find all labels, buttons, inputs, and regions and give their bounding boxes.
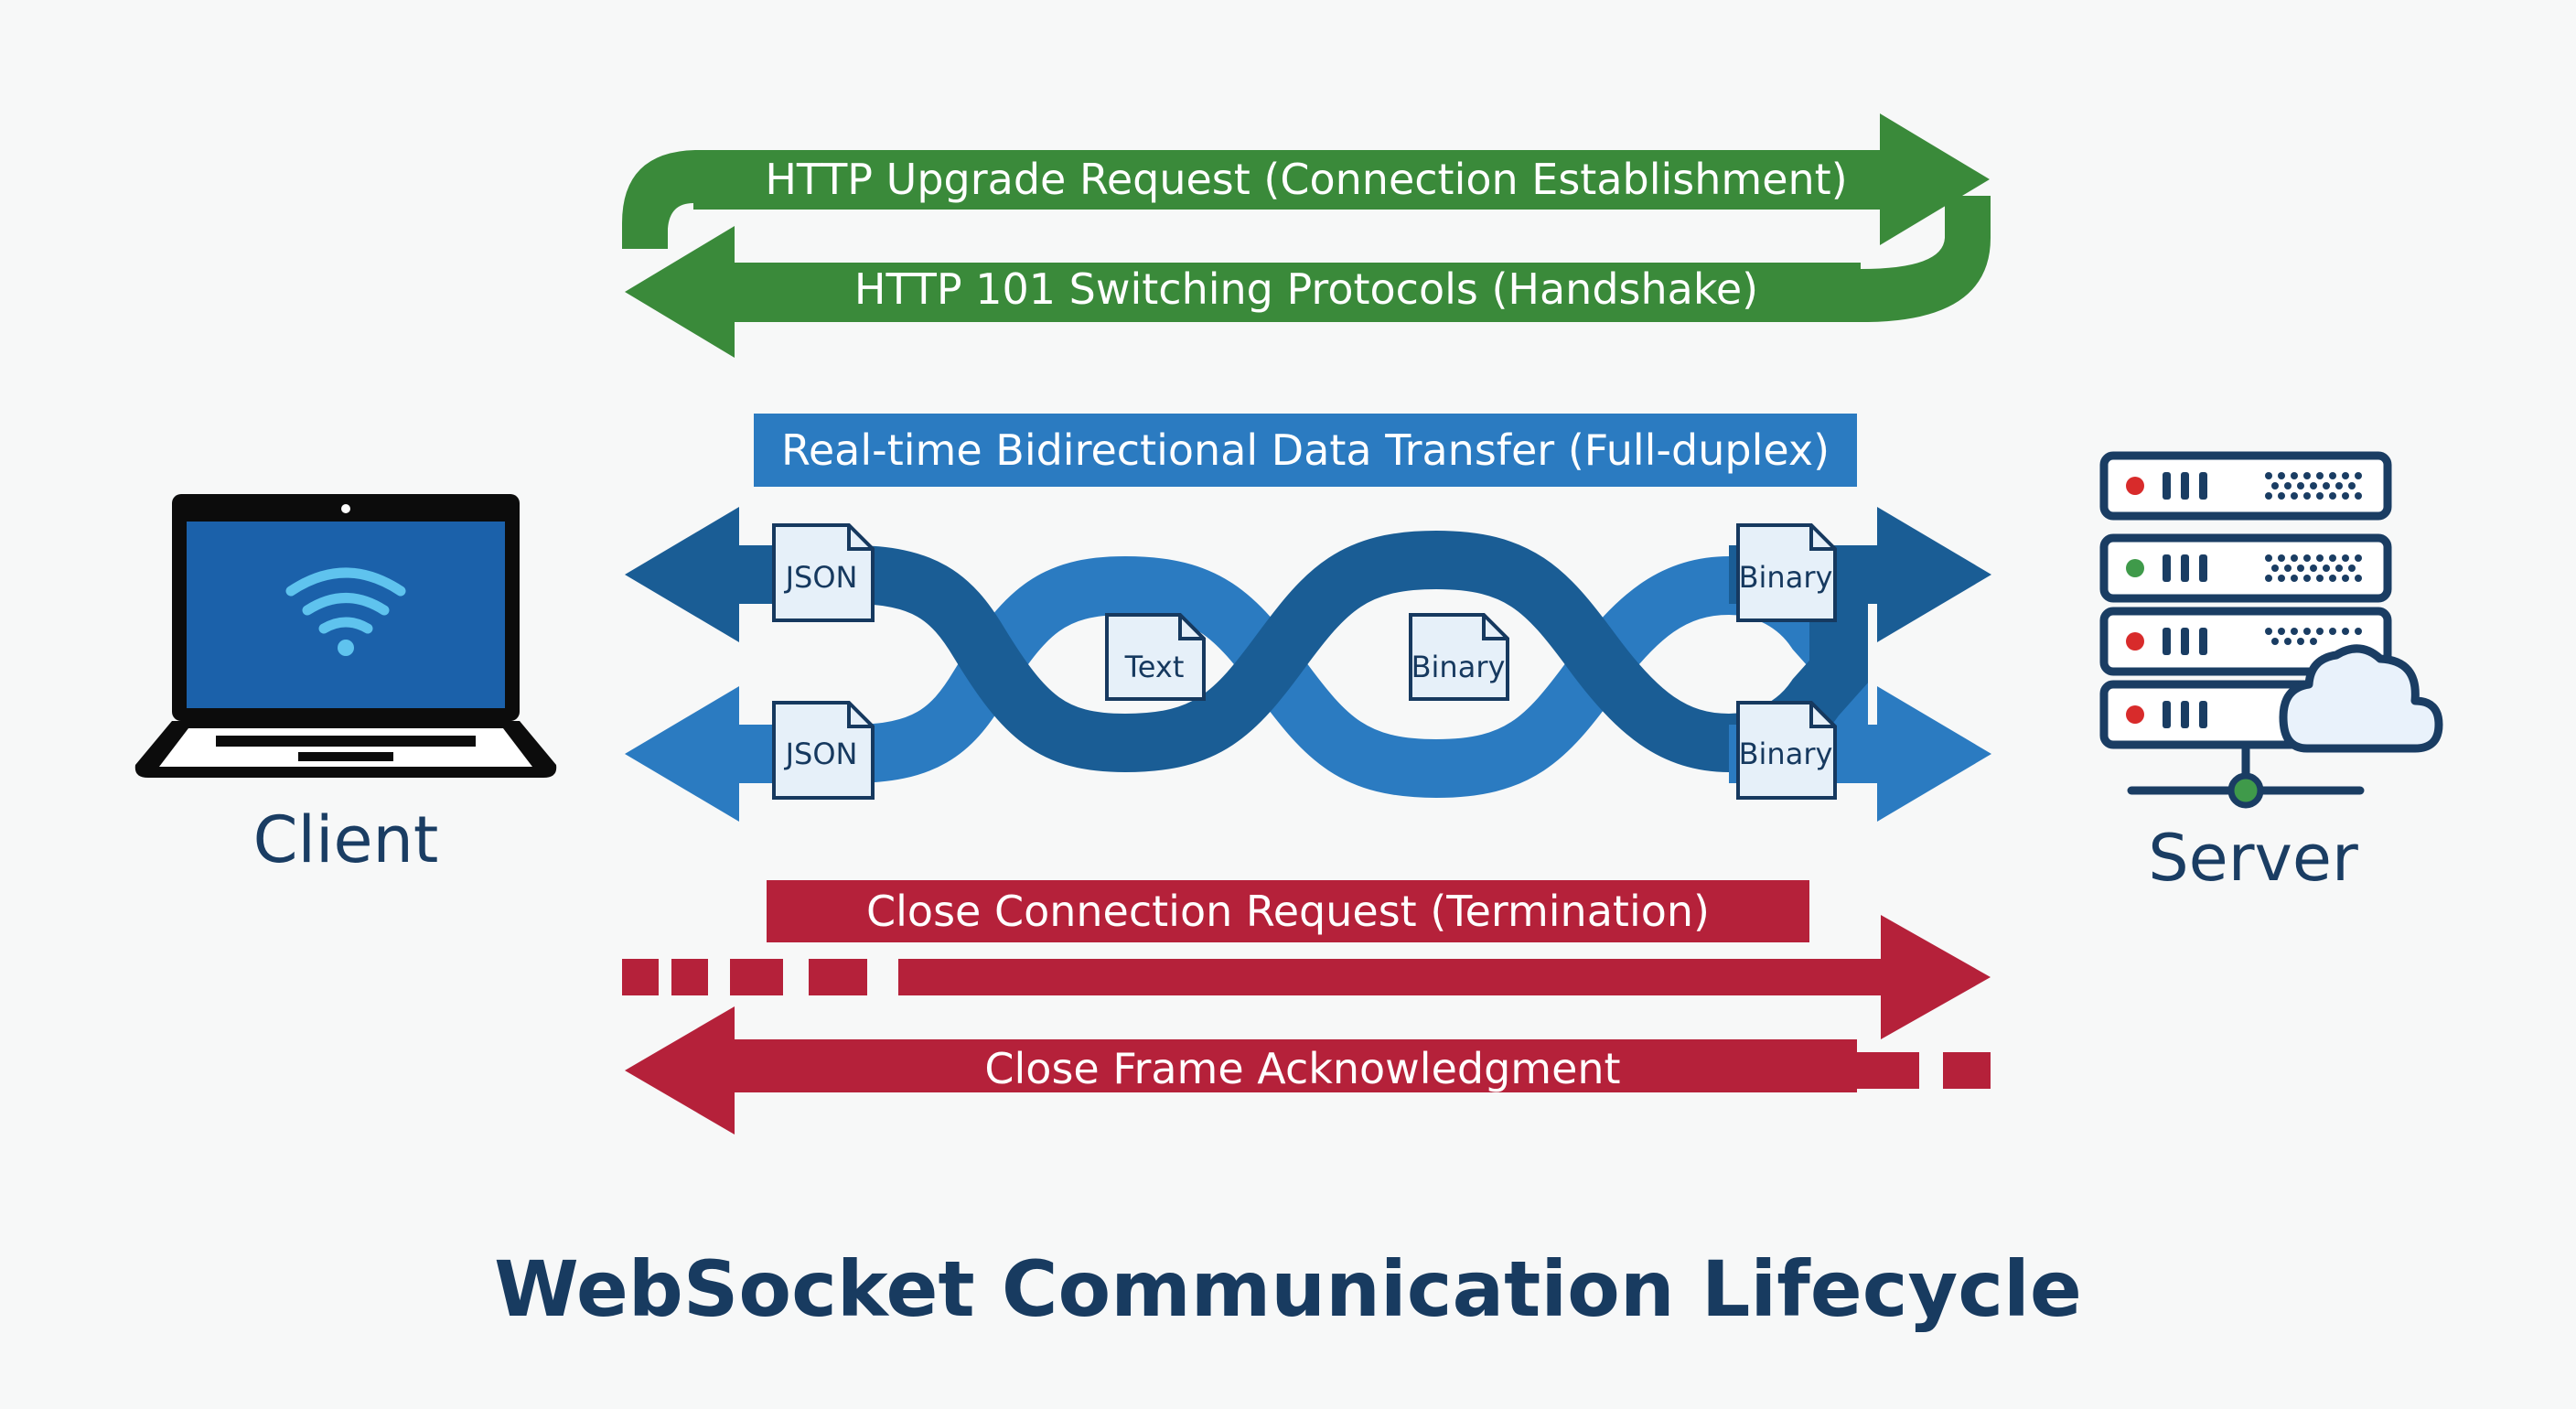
wifi-icon xyxy=(285,567,406,634)
handshake-arrows: HTTP Upgrade Request (Connection Establi… xyxy=(622,113,1991,358)
close-request-label: Close Connection Request (Termination) xyxy=(866,887,1710,936)
arrowhead-right-bottom xyxy=(1877,686,1991,822)
upgrade-request-arrow xyxy=(622,113,1990,249)
server-label: Server xyxy=(2148,821,2358,896)
text-frame-icon: Text xyxy=(1105,613,1206,701)
close-ack-arrow xyxy=(625,1006,1991,1135)
server-unit xyxy=(2099,607,2392,676)
network-node-icon xyxy=(2127,745,2365,809)
close-request-arrow xyxy=(622,915,1991,1039)
cloud-icon xyxy=(2279,644,2443,753)
bidirectional-flow-band-top xyxy=(723,530,1884,773)
upgrade-request-label: HTTP Upgrade Request (Connection Establi… xyxy=(765,155,1847,204)
json-frame-icon: JSON xyxy=(772,523,875,622)
binary-frame-icon: Binary xyxy=(1736,523,1837,622)
termination-arrows: Close Connection Request (Termination) C… xyxy=(622,880,1991,1135)
server-unit xyxy=(2099,533,2392,603)
json-frame-icon: JSON xyxy=(772,701,875,800)
json-frame-label: JSON xyxy=(784,560,858,595)
binary-frame-label: Binary xyxy=(1739,560,1833,595)
laptop-wifi-icon xyxy=(134,494,557,778)
client-label: Client xyxy=(253,802,439,877)
arrowhead-left-bottom xyxy=(625,686,739,822)
switching-protocols-label: HTTP 101 Switching Protocols (Handshake) xyxy=(854,264,1758,314)
arrowhead-left-top xyxy=(625,507,739,642)
switching-protocols-arrow xyxy=(625,196,1991,358)
data-transfer-banner xyxy=(754,414,1857,487)
binary-frame-label: Binary xyxy=(1739,737,1833,771)
close-ack-label: Close Frame Acknowledgment xyxy=(984,1044,1620,1093)
binary-frame-icon: Binary xyxy=(1409,613,1509,701)
arrowhead-right-top xyxy=(1877,507,1991,642)
data-transfer-label: Real-time Bidirectional Data Transfer (F… xyxy=(781,425,1830,475)
text-frame-label: Text xyxy=(1124,650,1185,684)
server-unit xyxy=(2099,451,2392,521)
binary-frame-label: Binary xyxy=(1411,650,1506,684)
server-rack-cloud-icon xyxy=(2099,451,2443,809)
json-frame-label: JSON xyxy=(784,737,858,771)
data-transfer-section: Real-time Bidirectional Data Transfer (F… xyxy=(625,414,1991,822)
diagram-title: WebSocket Communication Lifecycle xyxy=(494,1244,2082,1334)
close-request-banner xyxy=(767,880,1809,942)
binary-frame-icon: Binary xyxy=(1736,701,1837,800)
